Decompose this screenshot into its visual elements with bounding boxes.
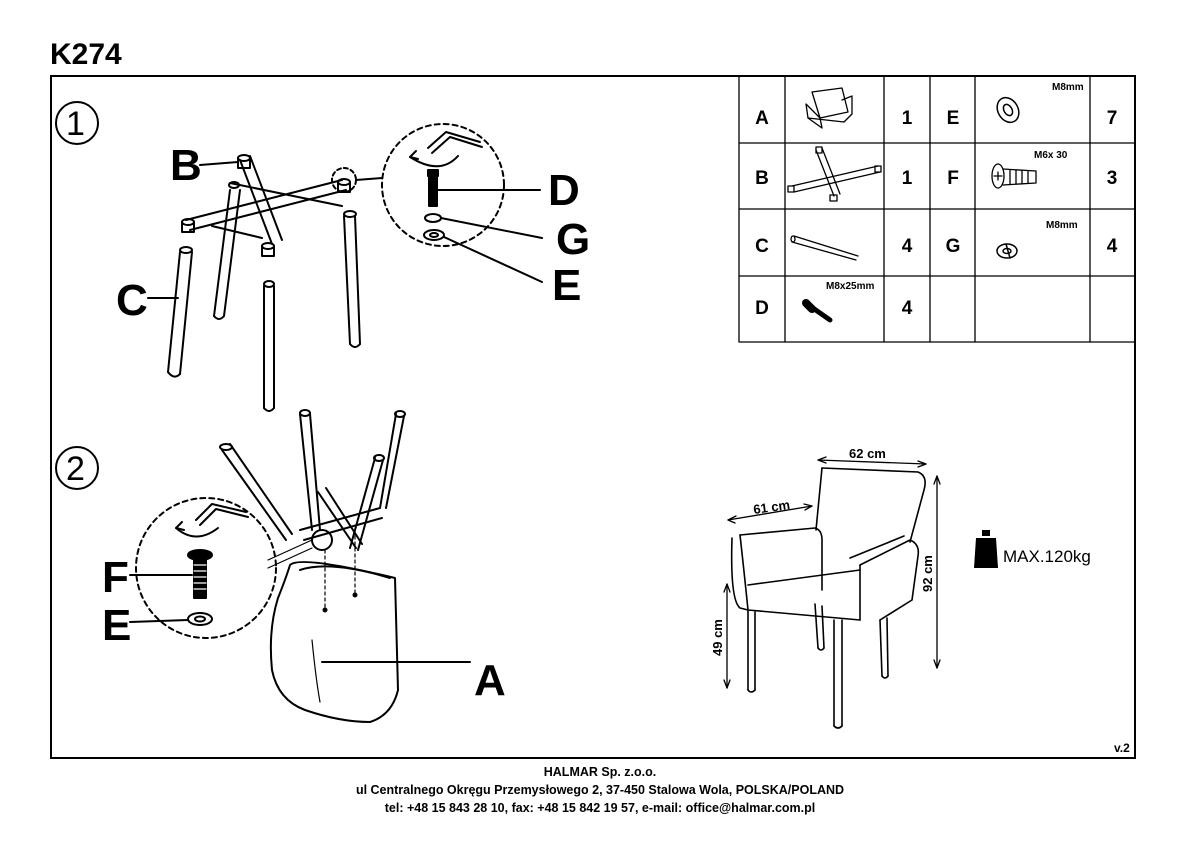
table-letter: F xyxy=(947,168,959,189)
dimension-lines xyxy=(723,456,941,689)
dim-seat-height: 49 cm xyxy=(710,619,725,656)
table-letter: D xyxy=(755,298,769,319)
bolt-icon xyxy=(802,299,833,323)
table-size: M8x25mm xyxy=(826,281,874,292)
step-2-number xyxy=(55,446,99,490)
table-qty: 7 xyxy=(1107,108,1118,129)
step-1-number xyxy=(55,101,99,145)
table-size: M8mm xyxy=(1052,82,1084,93)
footer-address: ul Centralnego Okręgu Przemysłowego 2, 3… xyxy=(355,783,845,797)
table-letter: C xyxy=(755,236,769,257)
step-2-number-text: 2 xyxy=(66,450,85,488)
table-letter: E xyxy=(947,108,960,129)
screw-icon xyxy=(991,163,1037,189)
footer-company: HALMAR Sp. z.o.o. xyxy=(543,765,657,779)
table-qty: 4 xyxy=(902,298,913,319)
table-qty: 1 xyxy=(902,168,913,189)
spring-washer-icon xyxy=(996,243,1018,259)
step-2-detail xyxy=(129,497,471,663)
table-qty: 4 xyxy=(1107,236,1118,257)
step-1-detail xyxy=(381,123,543,283)
label-a: A xyxy=(474,656,506,705)
table-size: M6x 30 xyxy=(1034,150,1068,161)
label-c: C xyxy=(116,276,148,325)
dim-depth: 61 cm xyxy=(752,497,791,517)
dim-width: 62 cm xyxy=(849,446,886,461)
label-f: F xyxy=(102,553,129,602)
label-d: D xyxy=(548,166,580,215)
table-letter: G xyxy=(946,236,961,257)
label-g: G xyxy=(556,215,590,264)
washer-icon xyxy=(996,96,1020,124)
dim-height: 92 cm xyxy=(920,555,935,592)
table-letter: B xyxy=(755,168,769,189)
table-qty: 4 xyxy=(902,236,913,257)
max-load-text: MAX.120kg xyxy=(1003,547,1091,566)
legs-drawing xyxy=(167,189,361,412)
table-size: M8mm xyxy=(1046,220,1078,231)
drawing-frame xyxy=(50,75,1136,759)
table-letter: A xyxy=(755,108,769,129)
label-e-step-1: E xyxy=(552,261,581,310)
label-b: B xyxy=(170,141,202,190)
version-label: v.2 xyxy=(1114,741,1130,755)
armchair-icon xyxy=(805,87,853,129)
chair-dimension-drawing xyxy=(730,467,926,729)
parts-table-text: A 1 B 1 C 4 D 4 M8x25mm E 7 M8mm F 3 M6x… xyxy=(755,82,1118,319)
weight-icon xyxy=(974,530,998,568)
parts-table-grid xyxy=(738,75,1136,343)
chair-upside-down-drawing xyxy=(219,409,406,723)
label-e-step-2: E xyxy=(102,601,131,650)
footer-contact: tel: +48 15 843 28 10, fax: +48 15 842 1… xyxy=(384,801,816,815)
step-1-number-text: 1 xyxy=(66,105,85,143)
leg-icon xyxy=(790,235,859,261)
table-qty: 3 xyxy=(1107,168,1118,189)
base-frame-drawing xyxy=(181,154,383,257)
base-frame-icon xyxy=(787,146,882,202)
footer: HALMAR Sp. z.o.o. ul Centralnego Okręgu … xyxy=(0,763,1200,817)
document-title: K274 xyxy=(50,38,122,71)
table-qty: 1 xyxy=(902,108,913,129)
